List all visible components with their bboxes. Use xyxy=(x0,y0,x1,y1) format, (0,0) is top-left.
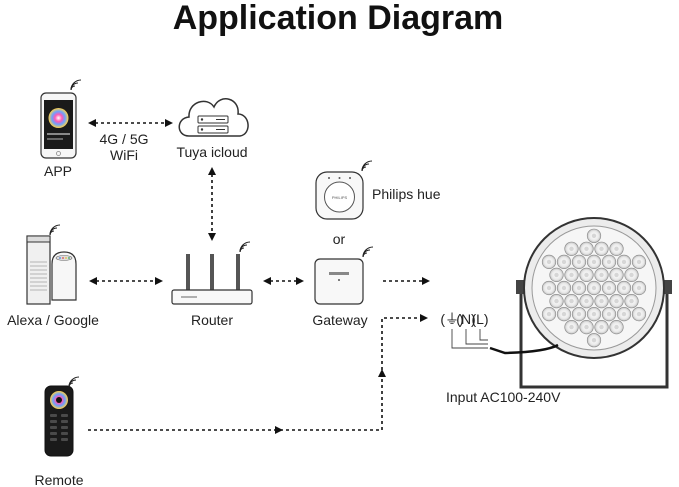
led-chip-center xyxy=(569,324,574,330)
arrow-head-up xyxy=(208,167,216,175)
led-chip-center xyxy=(614,272,619,278)
cloud-icon xyxy=(178,98,249,137)
led-chip-center xyxy=(576,311,582,317)
led-chip-center xyxy=(614,298,619,304)
arrow-head-down xyxy=(208,233,216,241)
led-chip-center xyxy=(621,311,627,317)
smartphone-icon xyxy=(40,92,77,159)
led-chip-center xyxy=(569,298,574,304)
led-chip-center xyxy=(591,285,597,291)
led-chip-center xyxy=(621,285,627,291)
wifi-signal-icon xyxy=(362,246,374,258)
alexa-google-label: Alexa / Google xyxy=(7,312,99,328)
remote-control-icon xyxy=(44,385,74,457)
wifi-signal-icon xyxy=(68,376,80,388)
philips-hue-bridge-icon: PHILIPS xyxy=(315,171,364,220)
led-chip-center xyxy=(599,246,604,251)
arrow-head-right xyxy=(165,119,173,127)
led-chip-center xyxy=(584,324,589,330)
arrow-head-left xyxy=(88,119,96,127)
philips-hue-label: Philips hue xyxy=(372,186,441,202)
arrow-head-right xyxy=(420,314,428,322)
arrow-head-up xyxy=(378,369,386,377)
led-chip-center xyxy=(614,246,619,251)
arrow-head-right xyxy=(275,426,283,434)
terminal-neutral: (N) xyxy=(456,311,475,327)
led-chip-center xyxy=(584,246,589,251)
flood-light-fixture xyxy=(516,217,672,389)
wifi-signal-icon xyxy=(239,241,251,253)
power-cable xyxy=(489,343,559,355)
led-chip-center xyxy=(614,324,619,330)
svg-text:PHILIPS: PHILIPS xyxy=(332,195,348,200)
led-chip-center xyxy=(591,259,597,265)
router-label: Router xyxy=(191,312,233,328)
arrow-head-right xyxy=(155,277,163,285)
cloud-label: Tuya icloud xyxy=(176,144,247,160)
led-chip-center xyxy=(606,259,612,265)
led-chip-center xyxy=(561,259,567,265)
led-chip-center xyxy=(636,285,642,291)
led-chip-center xyxy=(599,272,604,278)
led-chip-center xyxy=(599,324,604,330)
led-chip-center xyxy=(584,298,589,304)
diagram-title: Application Diagram xyxy=(173,0,504,37)
terminal-wires xyxy=(451,329,488,349)
led-chip-center xyxy=(636,311,642,317)
led-chip-center xyxy=(636,259,642,265)
led-chip-center xyxy=(554,272,559,278)
led-chip-center xyxy=(591,233,597,238)
terminal-live: (L) xyxy=(471,311,488,327)
led-chip-center xyxy=(584,272,589,278)
led-chip-center xyxy=(569,272,574,278)
led-chip-center xyxy=(569,246,574,251)
led-chip-center xyxy=(606,285,612,291)
led-chip-center xyxy=(629,298,634,304)
link-remote-lamp xyxy=(88,317,420,431)
arrow-head-right xyxy=(296,277,304,285)
gateway-label: Gateway xyxy=(312,312,367,328)
network-label-4g-5g: 4G / 5G xyxy=(99,131,148,147)
led-chip-center xyxy=(621,259,627,265)
wifi-signal-icon xyxy=(49,224,61,236)
wifi-signal-icon xyxy=(361,160,373,172)
led-chip-center xyxy=(576,285,582,291)
led-chip-center xyxy=(591,311,597,317)
terminal-ground: (⏚) xyxy=(440,311,463,327)
router-icon xyxy=(171,254,253,305)
led-chip-center xyxy=(546,259,552,265)
smart-speaker-icon xyxy=(26,235,77,305)
led-array xyxy=(541,228,647,348)
network-label-wifi: WiFi xyxy=(110,147,138,163)
led-chip-center xyxy=(554,298,559,304)
arrow-head-right xyxy=(422,277,430,285)
arrow-head-left xyxy=(263,277,271,285)
or-label: or xyxy=(333,231,346,247)
led-chip-center xyxy=(629,272,634,278)
wifi-signal-icon xyxy=(70,79,82,91)
led-chip-center xyxy=(561,285,567,291)
led-chip-center xyxy=(561,311,567,317)
led-chip-center xyxy=(576,259,582,265)
led-chip-center xyxy=(606,311,612,317)
led-chip-center xyxy=(546,311,552,317)
led-chip-center xyxy=(591,338,597,343)
led-chip-center xyxy=(599,298,604,304)
arrow-head-left xyxy=(89,277,97,285)
app-label: APP xyxy=(44,163,72,179)
remote-label: Remote xyxy=(34,472,83,487)
gateway-icon xyxy=(314,258,364,305)
input-voltage-label: Input AC100-240V xyxy=(446,389,561,405)
led-chip-center xyxy=(546,285,552,291)
